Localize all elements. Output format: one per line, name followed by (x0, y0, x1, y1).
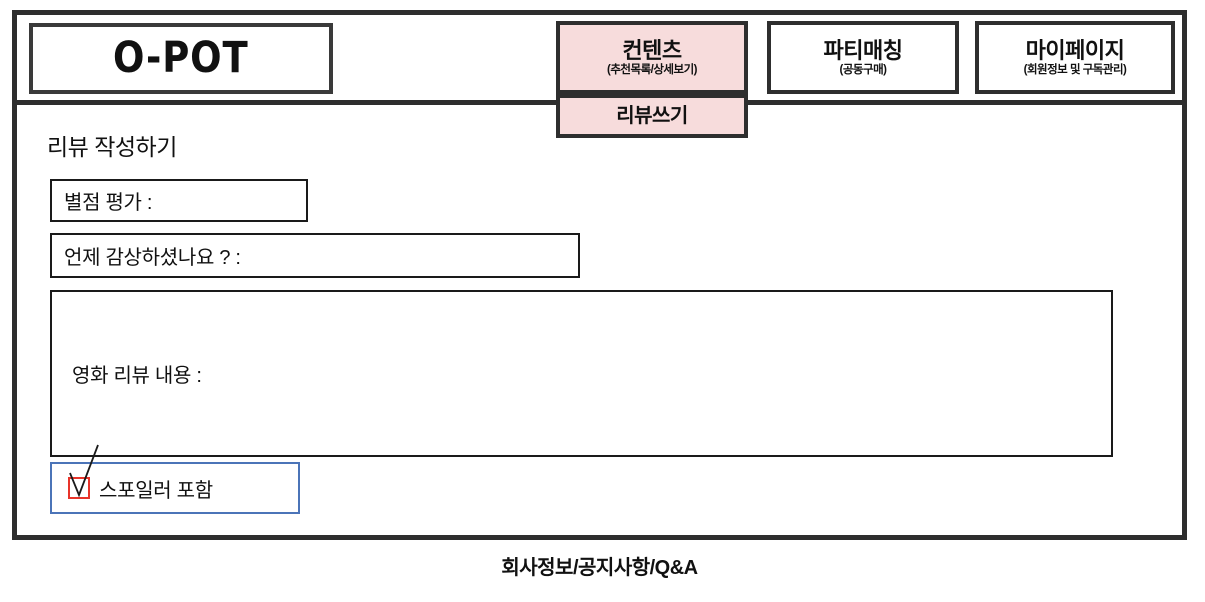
spoiler-checkbox-row[interactable]: 스포일러 포함 (50, 444, 300, 514)
nav-tab-mypage-sublabel: (회원정보 및 구독관리) (1023, 63, 1127, 76)
footer-links[interactable]: 회사정보/공지사항/Q&A (501, 556, 698, 579)
review-content-textarea-label: 영화 리뷰 내용 : (72, 365, 202, 387)
nav-tab-party-matching-sublabel: (공동구매) (839, 63, 887, 76)
spoiler-checkbox-label: 스포일러 포함 (99, 479, 213, 502)
nav-dropdown-item-write-review[interactable]: 리뷰쓰기 (556, 94, 748, 138)
checkbox-square (68, 477, 90, 499)
rating-input[interactable]: 별점 평가 : (50, 179, 308, 222)
logo[interactable]: O-POT (29, 23, 333, 94)
site-footer: 회사정보/공지사항/Q&A (12, 535, 1187, 590)
nav-tab-contents-sublabel: (추천목록/상세보기) (607, 63, 698, 76)
logo-text: O-POT (113, 33, 249, 83)
nav-dropdown-item-write-review-label: 리뷰쓰기 (616, 104, 688, 127)
main-content: 리뷰 작성하기 별점 평가 : 언제 감상하셨나요 ? : 영화 리뷰 내용 :… (17, 100, 1182, 525)
spoiler-checkbox[interactable] (68, 444, 99, 499)
rating-input-label: 별점 평가 : (64, 192, 153, 214)
nav-tab-mypage[interactable]: 마이페이지 (회원정보 및 구독관리) (975, 21, 1175, 94)
nav-tab-party-matching[interactable]: 파티매칭 (공동구매) (767, 21, 959, 94)
main-navigation: 컨텐츠 (추천목록/상세보기) 파티매칭 (공동구매) 마이페이지 (회원정보 … (12, 10, 1187, 105)
watched-date-input[interactable]: 언제 감상하셨나요 ? : (50, 233, 580, 278)
watched-date-input-label: 언제 감상하셨나요 ? : (64, 247, 241, 269)
nav-tab-contents-label: 컨텐츠 (622, 38, 682, 64)
nav-tab-contents[interactable]: 컨텐츠 (추천목록/상세보기) (556, 21, 748, 94)
nav-tab-party-matching-label: 파티매칭 (823, 38, 903, 64)
site-header: O-POT 컨텐츠 (추천목록/상세보기) 파티매칭 (공동구매) 마이페이지 … (12, 10, 1187, 105)
page-title: 리뷰 작성하기 (47, 134, 177, 160)
review-content-textarea[interactable]: 영화 리뷰 내용 : (50, 290, 1113, 457)
nav-tab-mypage-label: 마이페이지 (1025, 38, 1125, 64)
